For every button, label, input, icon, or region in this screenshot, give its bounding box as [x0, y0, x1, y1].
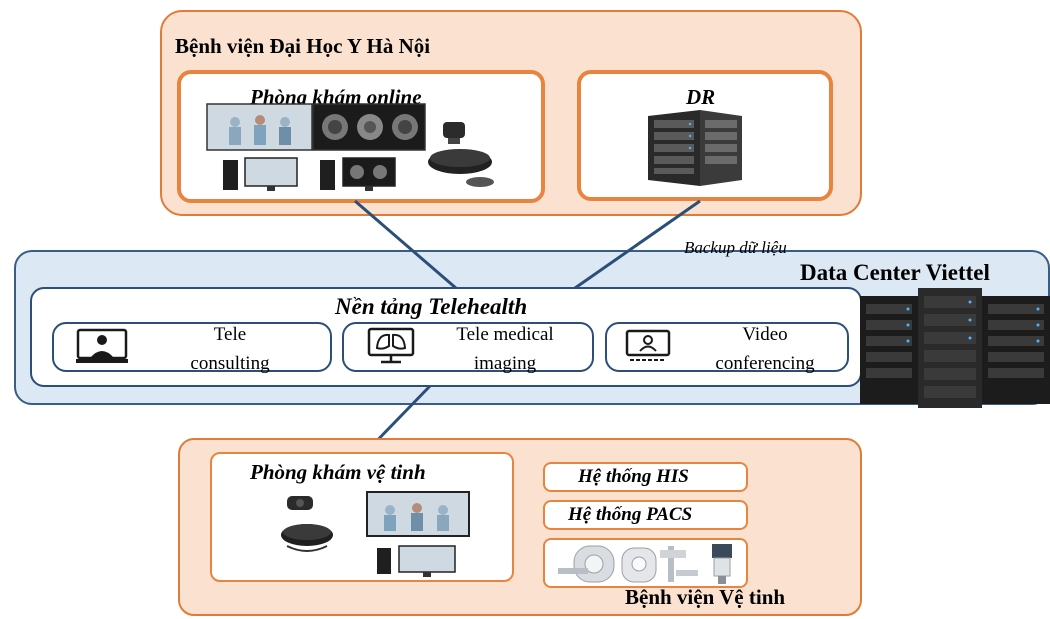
service-tele-medical-imaging-line2: imaging — [473, 353, 537, 374]
backup-label: Backup dữ liệu — [684, 238, 787, 257]
his-system-label: Hệ thống HIS — [578, 466, 689, 487]
hospital-title: Bệnh viện Đại Học Y Hà Nội — [175, 34, 431, 58]
lung-scan-icon — [367, 327, 415, 364]
service-video-conferencing-line1: Video — [742, 324, 788, 345]
medical-devices-image — [558, 544, 732, 584]
pacs-system-label: Hệ thống PACS — [568, 504, 693, 525]
datacenter-servers-image — [860, 288, 1050, 408]
video-conference-icon — [625, 329, 671, 361]
satellite-hospital-title: Bệnh viện Vệ tinh — [625, 585, 786, 609]
service-tele-medical-imaging-line1: Tele medical — [456, 324, 554, 345]
dr-title: DR — [686, 85, 716, 109]
satellite-clinic-equipment-image — [281, 491, 470, 577]
datacenter-title: Data Center Viettel — [800, 260, 990, 285]
pacs-system-box — [543, 500, 748, 530]
dr-server-image — [648, 110, 742, 186]
telehealth-platform-title: Nền tảng Telehealth — [335, 294, 528, 319]
service-tele-consulting-line2: consulting — [190, 353, 270, 374]
online-clinic-equipment-image — [206, 103, 494, 191]
satellite-clinic-title: Phòng khám vệ tinh — [250, 460, 426, 484]
his-system-box — [543, 462, 748, 492]
doctor-monitor-icon — [76, 328, 128, 363]
service-tele-consulting-line1: Tele — [213, 324, 247, 345]
service-video-conferencing-line2: conferencing — [715, 353, 815, 374]
